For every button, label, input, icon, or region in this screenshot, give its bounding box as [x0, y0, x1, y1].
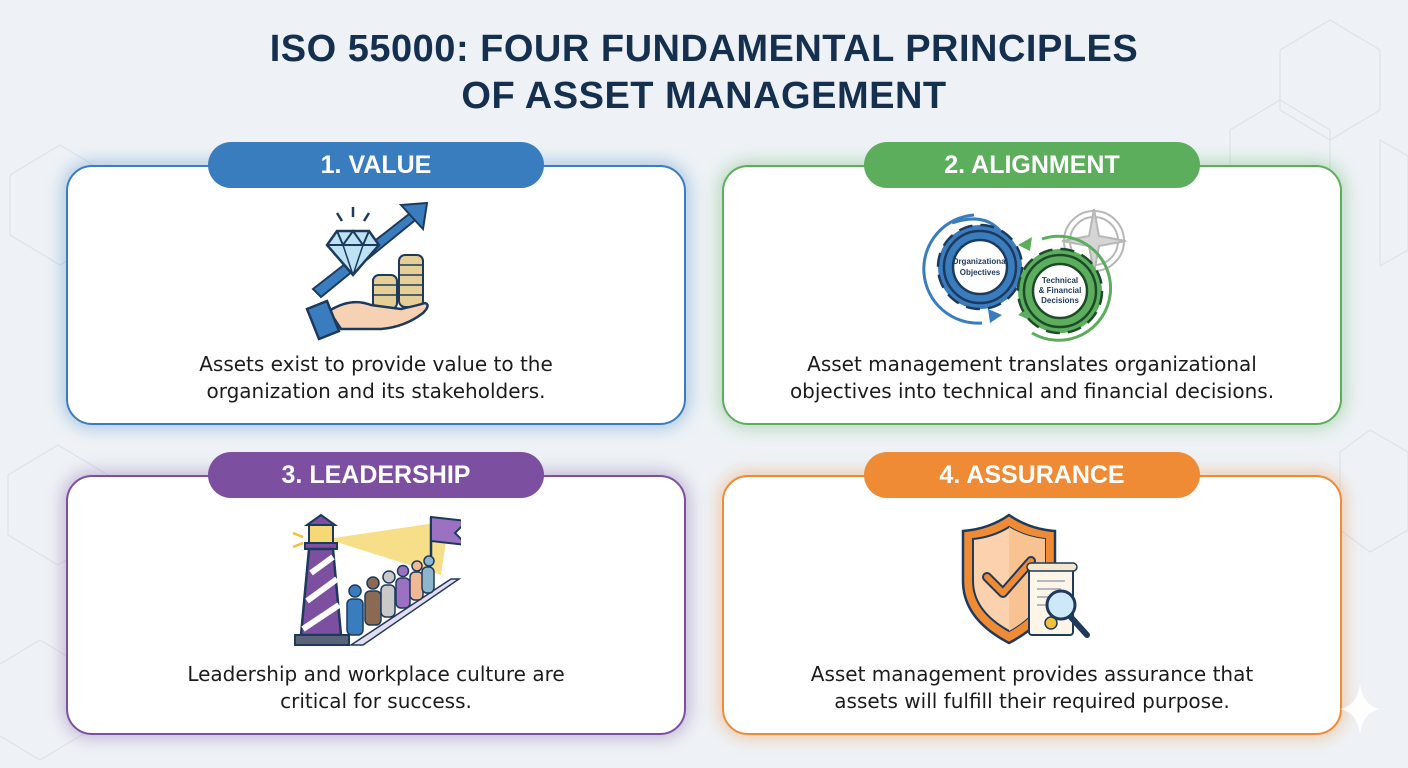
- svg-text:Organizational: Organizational: [952, 257, 1008, 266]
- page-title: ISO 55000: FOUR FUNDAMENTAL PRINCIPLES O…: [0, 26, 1408, 120]
- principle-card-value: Assets exist to provide value to the org…: [66, 165, 686, 425]
- principle-description: Assets exist to provide value to the org…: [199, 352, 553, 403]
- principle-label-alignment: 2. ALIGNMENT: [864, 142, 1200, 188]
- shield-check-certificate-icon: [961, 513, 1090, 645]
- principle-description: Asset management provides assurance that…: [810, 662, 1254, 713]
- lighthouse-team-flag-icon: [292, 513, 461, 646]
- sparkle-icon: [1340, 684, 1380, 734]
- gear-technical-financial-decisions: [1016, 247, 1104, 335]
- gears-compass-icon: Organizational Objectives Technical & Fi…: [922, 208, 1127, 342]
- principle-card-leadership: Leadership and workplace culture are cri…: [66, 475, 686, 735]
- principle-card-assurance: Asset management provides assurance that…: [722, 475, 1342, 735]
- principle-description: Asset management translates organization…: [789, 352, 1275, 403]
- principle-label-value: 1. VALUE: [208, 142, 544, 188]
- svg-text:Decisions: Decisions: [1041, 296, 1079, 305]
- title-line-1: ISO 55000: FOUR FUNDAMENTAL PRINCIPLES: [269, 28, 1139, 70]
- title-line-2: OF ASSET MANAGEMENT: [461, 75, 947, 117]
- principle-description: Leadership and workplace culture are cri…: [187, 662, 565, 713]
- svg-text:Technical: Technical: [1042, 276, 1078, 285]
- gear-organizational-objectives: [936, 223, 1024, 311]
- principle-label-assurance: 4. ASSURANCE: [864, 452, 1200, 498]
- principle-label-leadership: 3. LEADERSHIP: [208, 452, 544, 498]
- svg-text:& Financial: & Financial: [1039, 286, 1082, 295]
- hand-diamond-coins-growth-icon: [305, 201, 429, 341]
- svg-text:Objectives: Objectives: [960, 268, 1001, 277]
- principle-card-alignment: Organizational Objectives Technical & Fi…: [722, 165, 1342, 425]
